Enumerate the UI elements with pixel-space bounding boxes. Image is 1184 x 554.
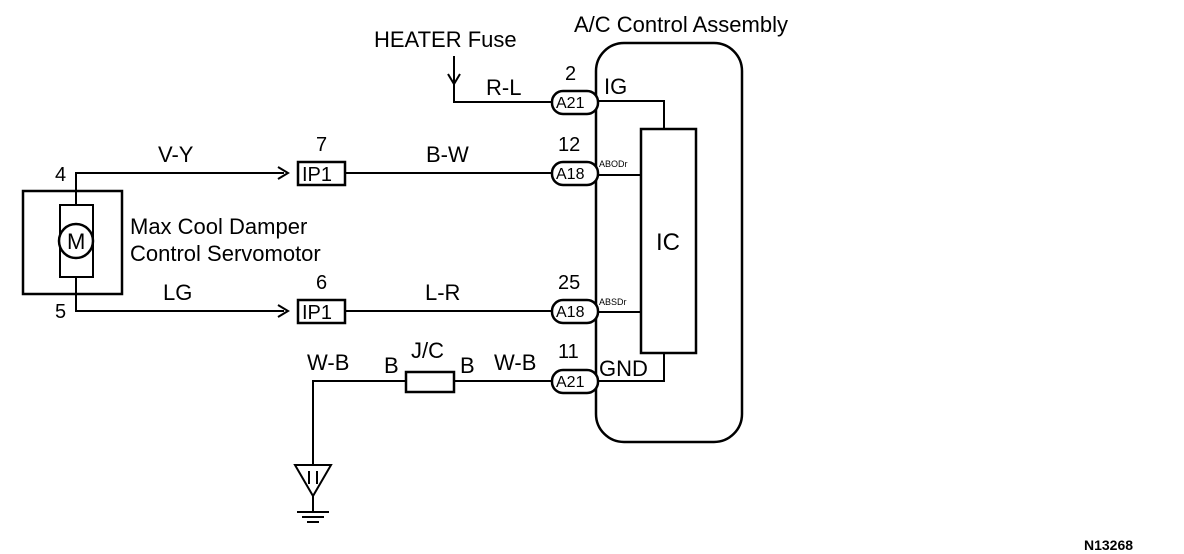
terminal-absdr: ABSDr: [599, 297, 627, 307]
junction-connector-label: J/C: [411, 338, 444, 363]
wire-label-w-b-left: W-B: [307, 350, 349, 375]
motor-symbol: [57, 222, 95, 260]
pin-ig: 2: [565, 63, 576, 85]
connector-a21-ig-label: A21: [556, 95, 585, 112]
connector-a21-ig: [550, 89, 600, 116]
pin-abodr: 12: [558, 134, 580, 156]
wire-label-lg: LG: [163, 280, 192, 305]
connector-ip1-top-label: IP1: [302, 164, 332, 186]
ac-control-assembly-box: [594, 41, 744, 444]
connector-a18-abodr-label: A18: [556, 166, 585, 183]
connector-ip1-bottom-label: IP1: [302, 302, 332, 324]
pin-ip1-bottom: 6: [316, 272, 327, 294]
connector-a18-absdr-label: A18: [556, 304, 585, 321]
wire-label-w-b-right: W-B: [494, 350, 536, 375]
terminal-gnd: GND: [599, 356, 648, 381]
ic-block: [639, 127, 698, 355]
wire-label-l-r: L-R: [425, 280, 460, 305]
wire-label-r-l: R-L: [486, 75, 521, 100]
terminal-ig: IG: [604, 74, 627, 99]
ground-point-symbol: [293, 464, 333, 498]
servomotor-housing: [21, 189, 124, 296]
junction-pin-right: B: [460, 353, 475, 378]
wire-lg: [75, 277, 284, 312]
pin-ip1-top: 7: [316, 134, 327, 156]
pin-absdr: 25: [558, 272, 580, 294]
motor-name-line1: Max Cool Damper: [130, 214, 307, 239]
pin-gnd: 11: [558, 341, 579, 363]
motor-name-line2: Control Servomotor: [130, 241, 321, 266]
connector-a18-abodr: [550, 160, 600, 187]
arrow-lg: [277, 304, 290, 318]
assembly-title: A/C Control Assembly: [574, 12, 788, 37]
arrow-v-y: [277, 166, 290, 180]
motor-symbol-label: M: [67, 229, 85, 254]
connector-a21-gnd-label: A21: [556, 374, 585, 391]
wire-w-b-left: [312, 380, 406, 465]
ic-label: IC: [656, 229, 680, 256]
wire-label-v-y: V-Y: [158, 142, 194, 167]
wire-v-y: [75, 172, 284, 205]
terminal-abodr: ABODr: [599, 159, 628, 169]
heater-fuse-label: HEATER Fuse: [374, 27, 517, 52]
gnd-internal-wire: [597, 353, 665, 382]
ig-internal-wire: [597, 100, 665, 129]
motor-pin-bottom: 5: [55, 301, 66, 323]
connector-a21-gnd: [550, 368, 600, 395]
figure-code: N13268: [1084, 537, 1133, 553]
wire-label-b-w: B-W: [426, 142, 469, 167]
wire-r-l: [453, 84, 552, 103]
junction-connector: [404, 370, 456, 394]
junction-pin-left: B: [384, 353, 399, 378]
motor-pin-top: 4: [55, 164, 66, 186]
connector-a18-absdr: [550, 298, 600, 325]
